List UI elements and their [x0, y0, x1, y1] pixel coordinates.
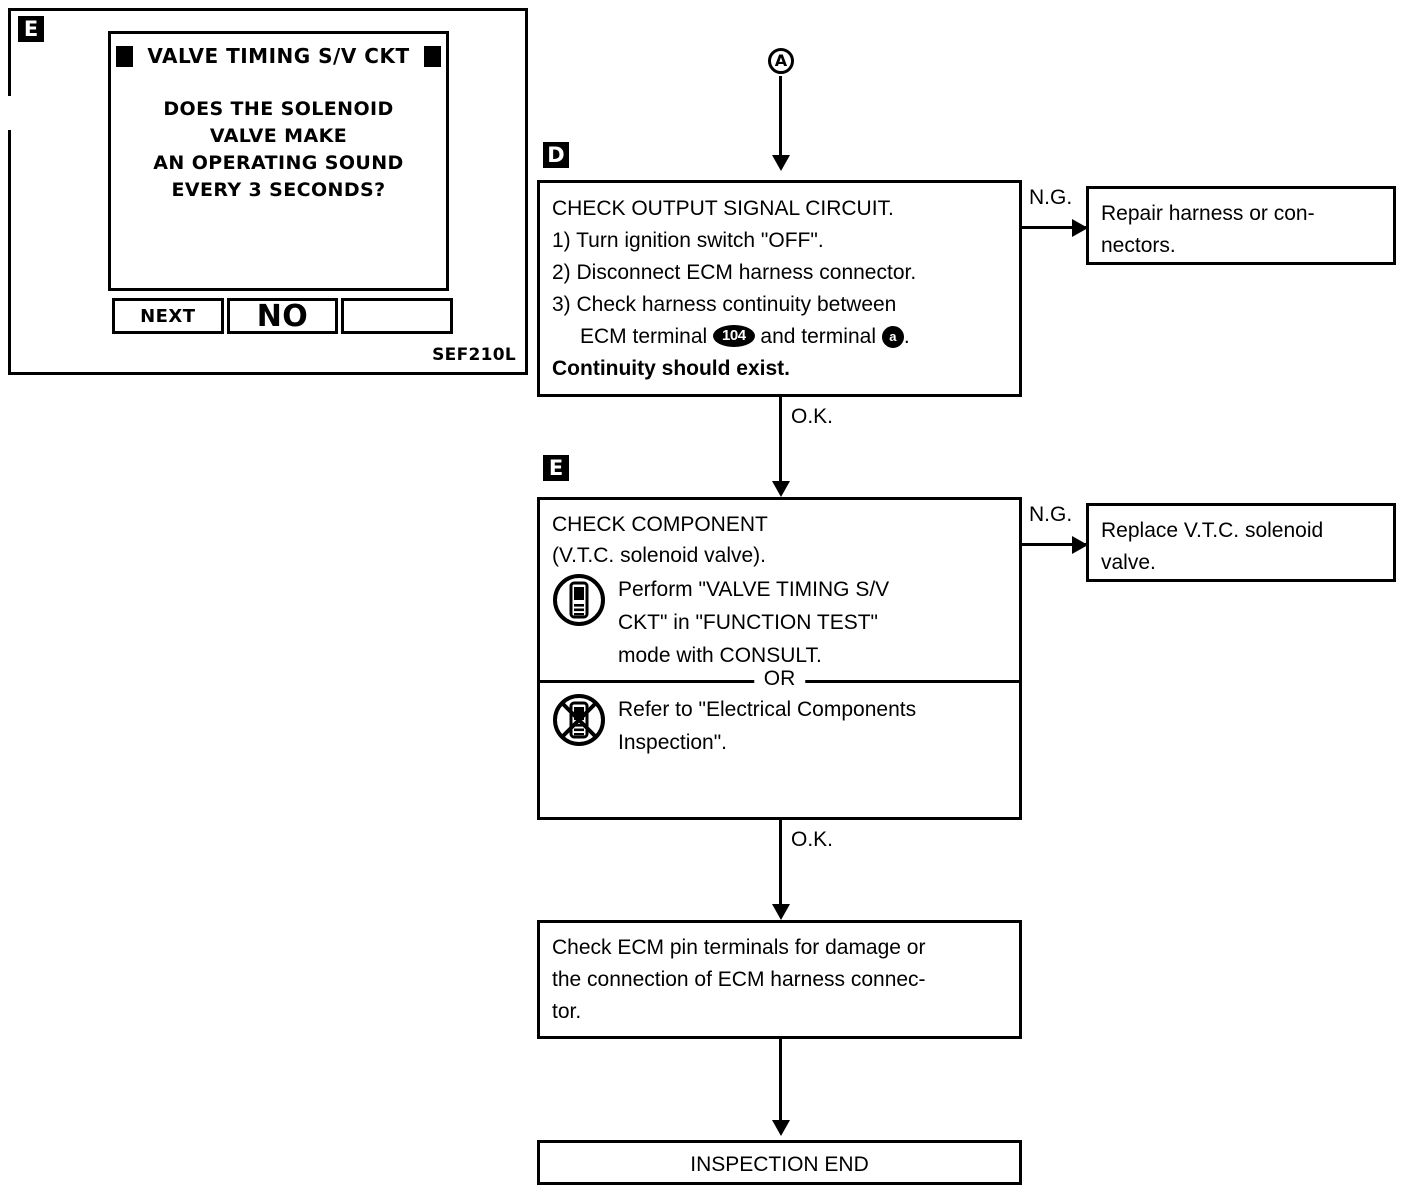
arrow-e-ok-head [772, 904, 790, 920]
result-replace-line: Replace V.T.C. solenoid [1101, 519, 1324, 542]
consult-no-button[interactable]: NO [226, 298, 339, 334]
inspection-end-label: INSPECTION END [690, 1153, 869, 1176]
square-marker-left-icon [116, 45, 134, 67]
step-e-consult-line: mode with CONSULT. [618, 644, 822, 667]
arrow-pin-check-to-end-head [772, 1120, 790, 1136]
result-replace-line: valve. [1101, 551, 1156, 574]
section-badge-e: E [543, 455, 569, 481]
connector-a-circle: A [768, 48, 794, 74]
step-e-check-component: CHECK COMPONENT (V.T.C. solenoid valve).… [537, 497, 1022, 820]
step-pin-check-line: Check ECM pin terminals for damage or [552, 936, 926, 959]
consult-illustration-panel: E VALVE TIMING S/V CKT DOES THE SOLENOID… [8, 8, 528, 375]
other-terminal-letter-badge: a [881, 326, 904, 348]
step-e-title: CHECK COMPONENT [552, 513, 768, 536]
step-e-manual-line: Refer to "Electrical Components [618, 698, 917, 721]
step-e-manual-line: Inspection". [618, 731, 728, 754]
arrow-d-ok-head [772, 481, 790, 497]
step-d-step-3-continued: ECM terminal 104 and terminal a. [552, 321, 1007, 353]
section-badge-d: D [543, 142, 569, 168]
step-d-terminal-mid: and terminal [760, 325, 876, 348]
result-replace-content: Replace V.T.C. solenoid valve. [1089, 506, 1393, 587]
arrow-e-ng-line [1022, 543, 1088, 546]
step-d-title: CHECK OUTPUT SIGNAL CIRCUIT. [552, 197, 894, 220]
step-e-manual-row: Refer to "Electrical Components Inspecti… [540, 683, 1019, 759]
edge-label-e-ok: O.K. [791, 828, 834, 851]
consult-question-text: DOES THE SOLENOID VALVE MAKE AN OPERATIN… [111, 96, 446, 204]
edge-label-d-ok: O.K. [791, 405, 834, 428]
consult-next-button[interactable]: NEXT [112, 298, 224, 334]
result-repair-harness-content: Repair harness or con- nectors. [1089, 189, 1393, 270]
consult-title-row: VALVE TIMING S/V CKT [111, 44, 446, 68]
arrow-d-ng-line [1022, 226, 1088, 229]
no-consult-tool-icon [552, 693, 606, 747]
step-e-consult-line: Perform "VALVE TIMING S/V [618, 578, 890, 601]
arrow-a-to-d-head [772, 155, 790, 171]
step-e-consult-row: Perform "VALVE TIMING S/V CKT" in "FUNCT… [540, 571, 1019, 672]
step-d-step-2: 2) Disconnect ECM harness connector. [552, 261, 917, 284]
illustration-border-top [8, 8, 528, 11]
step-d-check-output-signal-circuit: CHECK OUTPUT SIGNAL CIRCUIT. 1) Turn ign… [537, 180, 1022, 397]
consult-tool-icon [552, 573, 606, 627]
consult-screen-title: VALVE TIMING S/V CKT [147, 44, 410, 68]
illustration-section-badge: E [18, 16, 44, 42]
step-d-terminal-prefix: ECM terminal [580, 325, 708, 348]
illustration-border-left-upper [8, 8, 11, 96]
consult-button-row: NEXT NO [112, 298, 454, 334]
illustration-border-right [525, 8, 528, 375]
result-repair-line: nectors. [1101, 234, 1176, 257]
step-d-content: CHECK OUTPUT SIGNAL CIRCUIT. 1) Turn ign… [540, 183, 1019, 393]
consult-question-line: DOES THE SOLENOID [163, 98, 394, 120]
arrow-e-ok-line [779, 820, 782, 906]
arrow-pin-check-to-end-line [779, 1039, 782, 1124]
step-e-consult-line: CKT" in "FUNCTION TEST" [618, 611, 878, 634]
arrow-d-ok-line [779, 397, 782, 483]
step-e-or-divider: OR [540, 664, 1019, 694]
step-e-consult-instruction: Perform "VALVE TIMING S/V CKT" in "FUNCT… [606, 573, 889, 672]
step-d-terminal-suffix: . [903, 325, 910, 348]
inspection-end-box: INSPECTION END [537, 1140, 1022, 1185]
arrow-e-ng-head [1072, 536, 1088, 554]
result-replace-vtc-solenoid-valve: Replace V.T.C. solenoid valve. [1086, 503, 1396, 582]
arrow-d-ng-head [1072, 219, 1088, 237]
square-marker-right-icon [423, 45, 441, 67]
figure-code-label: SEF210L [432, 345, 516, 365]
consult-question-line: AN OPERATING SOUND [153, 152, 404, 174]
result-repair-line: Repair harness or con- [1101, 202, 1315, 225]
step-e-manual-instruction: Refer to "Electrical Components Inspecti… [606, 693, 916, 759]
step-d-step-3: 3) Check harness continuity between [552, 293, 897, 316]
step-pin-check-line: the connection of ECM harness connec- [552, 968, 926, 991]
step-d-step-1: 1) Turn ignition switch "OFF". [552, 229, 824, 252]
arrow-a-to-d-line [779, 76, 782, 158]
consult-question-line: EVERY 3 SECONDS? [171, 179, 386, 201]
ecm-terminal-number-badge: 104 [713, 325, 755, 347]
step-pin-check-content: Check ECM pin terminals for damage or th… [540, 923, 1019, 1036]
edge-label-d-ng: N.G. [1029, 186, 1073, 209]
illustration-border-bottom [8, 372, 528, 375]
step-e-or-label: OR [753, 664, 806, 694]
consult-blank-button[interactable] [341, 298, 454, 334]
step-d-note: Continuity should exist. [552, 357, 791, 380]
step-e-subtitle: (V.T.C. solenoid valve). [552, 544, 766, 567]
step-pin-check-line: tor. [552, 1000, 582, 1023]
consult-question-line: VALVE MAKE [209, 125, 348, 147]
consult-screen: VALVE TIMING S/V CKT DOES THE SOLENOID V… [108, 31, 449, 291]
result-repair-harness-or-connectors: Repair harness or con- nectors. [1086, 186, 1396, 265]
step-check-ecm-pin-terminals: Check ECM pin terminals for damage or th… [537, 920, 1022, 1039]
illustration-border-left-lower [8, 130, 11, 375]
edge-label-e-ng: N.G. [1029, 503, 1073, 526]
